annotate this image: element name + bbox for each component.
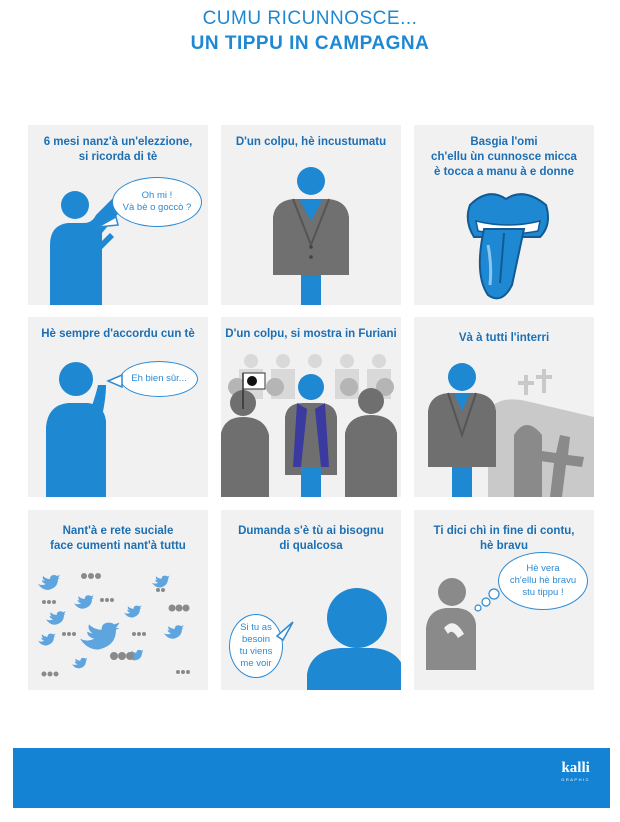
man-in-suit-icon — [273, 167, 349, 305]
panel-3: Basgia l'omi ch'ellu ùn cunnosce micca è… — [414, 125, 594, 305]
bubble-line: Oh mi ! — [141, 190, 173, 201]
caption-line: hè bravu — [480, 540, 528, 552]
bubble-line: me voir — [240, 658, 272, 669]
page-title-line2: UN TIPPU IN CAMPAGNA — [190, 33, 430, 54]
speech-bubble: Oh mi ! Và bè o goccò ? — [112, 177, 202, 227]
panel-6-caption: Và à tutti l'interri — [418, 331, 590, 346]
panel-6: Và à tutti l'interri — [414, 317, 594, 497]
caption-line: 6 mesi nanz'à un'elezzione, — [43, 136, 193, 148]
panel-2: D'un colpu, hè incustumatu — [221, 125, 401, 305]
caption-line: Ti dici chì in fine di contu, — [433, 525, 575, 537]
footer-bar: kalli GRAPHIC — [13, 748, 610, 808]
caption-line: Basgia l'omi — [470, 136, 538, 148]
man-back-icon — [307, 588, 401, 690]
panel-1-caption: 6 mesi nanz'à un'elezzione, si ricorda d… — [32, 135, 204, 165]
logo-text: kalli — [561, 760, 590, 776]
panel-8-caption: Dumanda s'è tù ai bisognu di qualcosa — [225, 524, 397, 554]
panel-4-caption: Hè sempre d'accordu cun tè — [32, 327, 204, 342]
thinking-man-icon — [46, 362, 106, 497]
panel-7-caption: Nant'à e rete suciale face cumenti nant'… — [32, 524, 204, 554]
kalli-logo: kalli GRAPHIC — [561, 760, 590, 782]
caption-line: D'un colpu, hè incustumatu — [235, 136, 387, 148]
caption-line: Dumanda s'è tù ai bisognu — [238, 525, 384, 537]
bubble-line: Si tu as — [240, 622, 272, 633]
panel-5-caption: D'un colpu, si mostra in Furiani — [225, 327, 397, 342]
caption-line: si ricorda di tè — [78, 151, 158, 163]
bubble-line: stu tippu ! — [522, 587, 564, 598]
bubble-line: Hè vera — [526, 563, 560, 574]
caption-line: ch'ellu ùn cunnosce micca — [431, 151, 577, 163]
caption-line: Và à tutti l'interri — [458, 332, 550, 344]
caption-line: di qualcosa — [279, 540, 343, 552]
twitter-birds-icon — [38, 573, 190, 677]
thought-bubble: Hè vera ch'ellu hè bravu stu tippu ! — [498, 552, 588, 610]
panel-9: Ti dici chì in fine di contu, hè bravu H… — [414, 510, 594, 690]
bubble-tail — [97, 215, 119, 228]
crowd-with-scarf-icon — [221, 354, 397, 497]
speech-bubble: Si tu as besoin tu viens me voir — [229, 614, 283, 678]
bubble-line: Eh bien sûr... — [131, 373, 187, 384]
bubble-tail — [275, 621, 294, 642]
bubble-line: Và bè o goccò ? — [122, 202, 192, 213]
caption-line: Nant'à e rete suciale — [62, 525, 174, 537]
bubble-line: tu viens — [239, 646, 273, 657]
panel-5: D'un colpu, si mostra in Furiani — [221, 317, 401, 497]
tongue-lips-icon — [466, 193, 549, 300]
panel-8: Dumanda s'è tù ai bisognu di qualcosa Si… — [221, 510, 401, 690]
panel-9-caption: Ti dici chì in fine di contu, hè bravu — [418, 524, 590, 554]
logo-subtext: GRAPHIC — [561, 777, 590, 782]
pondering-man-icon — [426, 578, 500, 670]
panel-4: Hè sempre d'accordu cun tè Eh bien sûr..… — [28, 317, 208, 497]
panel-3-caption: Basgia l'omi ch'ellu ùn cunnosce micca è… — [418, 135, 590, 180]
panel-7: Nant'à e rete suciale face cumenti nant'… — [28, 510, 208, 690]
caption-line: face cumenti nant'à tuttu — [50, 540, 186, 552]
bubble-line: besoin — [242, 634, 270, 645]
panel-1: 6 mesi nanz'à un'elezzione, si ricorda d… — [28, 125, 208, 305]
caption-line: è tocca a manu à e donne — [434, 166, 574, 178]
page-title-line1: CUMU RICUNNOSCE... — [202, 8, 418, 29]
caption-line: Hè sempre d'accordu cun tè — [41, 328, 195, 340]
bubble-line: ch'ellu hè bravu — [509, 575, 577, 586]
speech-bubble: Eh bien sûr... — [120, 361, 198, 397]
panel-2-caption: D'un colpu, hè incustumatu — [225, 135, 397, 150]
cemetery-icon — [428, 363, 594, 497]
caption-line: D'un colpu, si mostra in Furiani — [225, 328, 397, 340]
bubble-tail — [106, 373, 123, 389]
